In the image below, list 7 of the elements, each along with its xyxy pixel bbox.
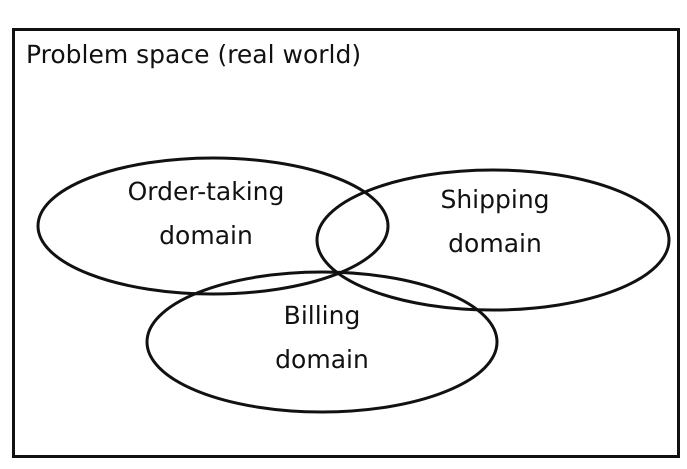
domain-label: Billing domain bbox=[274, 300, 370, 376]
domain-ellipse bbox=[145, 270, 499, 414]
region-title: Problem space (real world) bbox=[26, 39, 362, 71]
domain-ellipse bbox=[36, 156, 390, 296]
domain-label: Shipping domain bbox=[439, 184, 551, 260]
domain-label: Order-taking domain bbox=[126, 176, 286, 252]
region-box bbox=[12, 28, 680, 458]
